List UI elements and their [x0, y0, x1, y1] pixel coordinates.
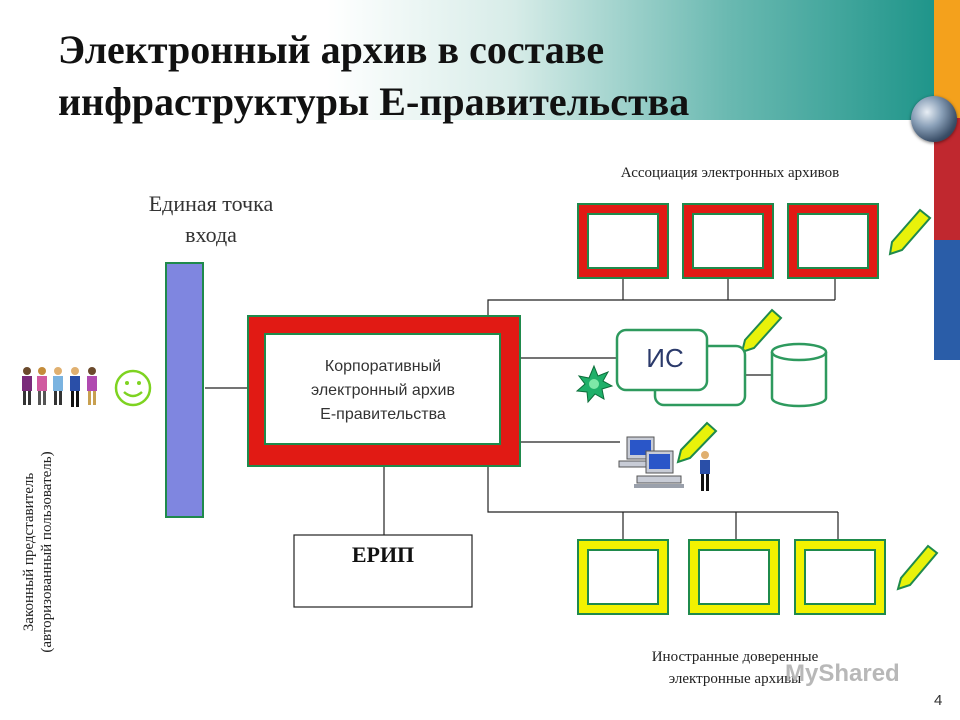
entry-point-line-2: входа: [185, 222, 237, 247]
corporate-archive-line-2: электронный архив: [311, 382, 455, 399]
legal-rep-line-2: (авторизованный пользователь): [39, 451, 55, 652]
association-archive-2: [683, 204, 773, 278]
foreign-archives-line-2: электронные архивы: [669, 671, 802, 687]
association-archive-1: [578, 204, 668, 278]
foreign-archive-3: [795, 540, 885, 614]
corporate-archive-line-3: Е-правительства: [320, 406, 446, 423]
association-archive-3: [788, 204, 878, 278]
pencil-icon: [890, 210, 930, 254]
erip-label: ЕРИП: [294, 542, 472, 568]
people-group-icon: [22, 367, 97, 407]
entry-point-bar: [166, 263, 203, 517]
is-label: ИС: [620, 343, 710, 374]
watermark: MyShared: [785, 660, 900, 688]
corporate-archive-label: Корпоративный электронный архив Е-правит…: [268, 355, 498, 427]
entry-point-label: Единая точка входа: [96, 188, 326, 250]
database-icon: [772, 344, 826, 406]
entry-point-line-1: Единая точка: [149, 191, 274, 216]
corporate-archive-line-1: Корпоративный: [325, 358, 441, 375]
person-icon: [700, 451, 710, 491]
foreign-archive-2: [689, 540, 779, 614]
legal-rep-line-1: Законный представитель: [21, 473, 37, 631]
pencil-icon: [678, 423, 716, 462]
association-label: Ассоциация электронных архивов: [560, 165, 900, 182]
legal-representative-label: Законный представитель (авторизованный п…: [20, 422, 56, 682]
foreign-archive-1: [578, 540, 668, 614]
pencil-icon: [898, 546, 937, 589]
pencil-icon: [742, 310, 781, 352]
gear-icon: [577, 366, 612, 402]
page-number: 4: [934, 692, 942, 709]
smiley-icon: [116, 371, 150, 405]
computer-icon: [619, 437, 684, 488]
